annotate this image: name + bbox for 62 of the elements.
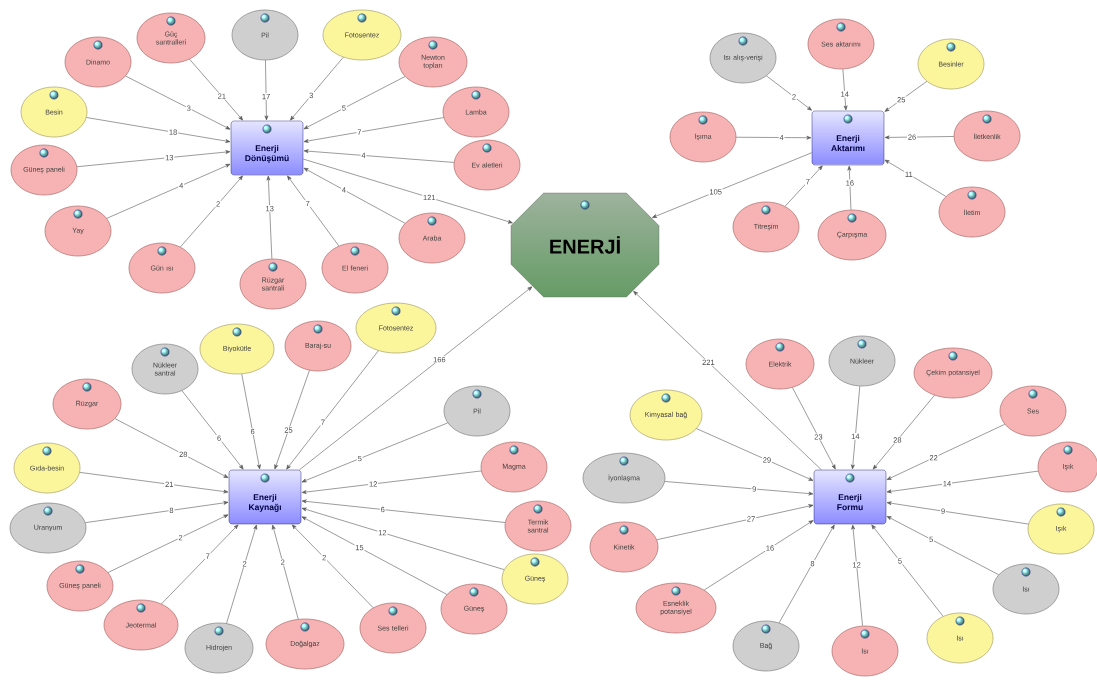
arrow: [301, 499, 506, 523]
arrow: [703, 520, 814, 591]
arrow: [180, 175, 243, 248]
arrow: [302, 158, 513, 224]
arrow: [884, 135, 954, 140]
arrow: [299, 286, 533, 471]
arrow: [778, 524, 835, 624]
arrow: [106, 163, 231, 219]
arrow: [290, 56, 344, 121]
concept-box: Enerji Kaynağı: [228, 469, 302, 525]
concept-box: Enerji Aktarımı: [811, 110, 885, 166]
arrow: [871, 524, 944, 617]
arrow: [241, 373, 261, 470]
arrow: [271, 524, 299, 620]
arrow: [85, 501, 229, 523]
arrow: [301, 507, 505, 570]
arrow: [287, 175, 340, 247]
arrow: [851, 524, 863, 627]
arrow: [886, 516, 999, 575]
arrow: [766, 75, 812, 111]
arrow: [264, 60, 269, 121]
arrow: [291, 524, 374, 608]
arrow: [86, 117, 231, 143]
arrow: [301, 422, 448, 483]
arrow: [886, 424, 1005, 480]
arrow: [303, 76, 406, 130]
arrow: [266, 175, 273, 260]
arrow: [286, 350, 379, 470]
arrow: [736, 135, 812, 140]
arrow: [161, 524, 239, 605]
arrow: [114, 418, 229, 478]
arrow: [226, 524, 258, 624]
arrow: [884, 159, 947, 197]
arrow: [886, 501, 1029, 525]
arrow: [656, 504, 814, 541]
arrow: [274, 370, 310, 470]
arrow: [696, 428, 814, 481]
arrow: [301, 516, 448, 595]
arrow: [76, 150, 231, 168]
arrow: [633, 290, 822, 471]
arrow: [303, 149, 455, 163]
arrow: [652, 152, 813, 218]
concept-box: Enerji Formu: [813, 469, 887, 525]
arrow: [886, 470, 1039, 494]
arrow: [181, 390, 244, 470]
arrow: [189, 58, 244, 121]
arrow: [842, 68, 848, 111]
arrow: [884, 81, 928, 112]
concept-box: Enerji Dönüşümü: [230, 120, 304, 176]
arrow: [107, 514, 229, 573]
arrow: [847, 165, 852, 210]
arrow: [125, 75, 231, 130]
arrow: [664, 481, 814, 496]
arrow: [872, 395, 935, 470]
arrow: [303, 117, 444, 143]
arrow: [303, 167, 406, 224]
octagon-node: ENERJİ: [510, 192, 660, 298]
arrow: [784, 165, 823, 207]
arrow: [79, 472, 229, 494]
arrow: [851, 385, 861, 470]
arrow: [792, 387, 836, 470]
arrow: [301, 470, 482, 494]
